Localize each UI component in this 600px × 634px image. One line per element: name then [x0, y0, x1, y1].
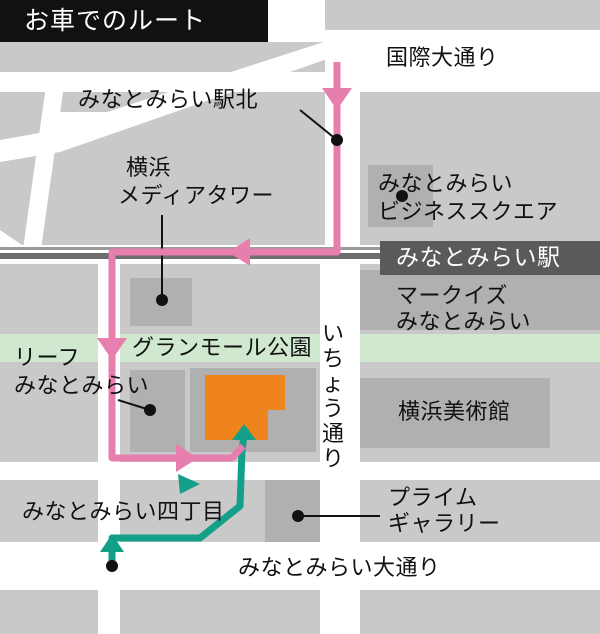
label-business-square-1: みなとみらい — [378, 172, 514, 197]
label-marquise-1: マークイズ — [396, 284, 508, 309]
label-yonchome: みなとみらい四丁目 — [22, 500, 225, 525]
destination-building — [205, 375, 285, 440]
pink-arrow-left — [228, 238, 250, 266]
lower-cross-road — [0, 462, 600, 480]
map-title: お車でのルート — [0, 0, 268, 42]
label-icho-odori: いちょう通り — [321, 322, 344, 472]
label-prime-1: プライム — [388, 486, 478, 511]
building-museum — [360, 378, 550, 448]
label-grand-mall: グランモール公園 — [132, 336, 313, 361]
label-leaf-1: リーフ — [14, 346, 81, 371]
pink-arrow-down-1 — [322, 88, 352, 110]
label-mm-station: みなとみらい駅 — [380, 241, 600, 275]
point-business-square — [396, 190, 408, 202]
green-arrow-start — [100, 534, 124, 552]
label-media-tower-2: メディアタワー — [118, 184, 274, 209]
green-arrow-end — [232, 424, 256, 440]
pink-arrow-down-2 — [97, 338, 127, 360]
label-prime-2: ギャラリー — [388, 512, 501, 537]
point-mm-kita — [331, 134, 343, 146]
label-museum: 横浜美術館 — [398, 400, 511, 425]
leader-mm-kita — [299, 109, 338, 141]
label-mm-kita: みなとみらい駅北 — [78, 88, 259, 113]
label-media-tower-1: 横浜 — [126, 156, 172, 181]
green-arrow-mid — [178, 474, 200, 494]
point-yonchome — [106, 560, 118, 572]
building-prime-gallery — [265, 480, 320, 542]
building-leaf — [130, 370, 185, 452]
building-marquise — [360, 270, 600, 330]
diagonal-road — [0, 40, 330, 162]
label-kokusai-odori: 国際大通り — [386, 46, 499, 71]
point-prime — [292, 510, 304, 522]
rail-line — [0, 253, 600, 259]
label-leaf-2: みなとみらい — [14, 374, 150, 399]
kokusai-odori-horizontal — [0, 72, 600, 92]
upper-side-road — [23, 92, 64, 245]
point-leaf — [144, 404, 156, 416]
label-mm-odori: みなとみらい大通り — [238, 556, 441, 581]
label-business-square-2: ビジネススクエア — [378, 200, 559, 225]
block-bottom-edge — [0, 590, 600, 634]
label-marquise-2: みなとみらい — [396, 310, 532, 335]
pink-arrow-right — [176, 444, 198, 472]
point-media-tower — [156, 294, 168, 306]
kokusai-odori-road — [325, 30, 360, 245]
block-upper-main — [0, 0, 600, 245]
